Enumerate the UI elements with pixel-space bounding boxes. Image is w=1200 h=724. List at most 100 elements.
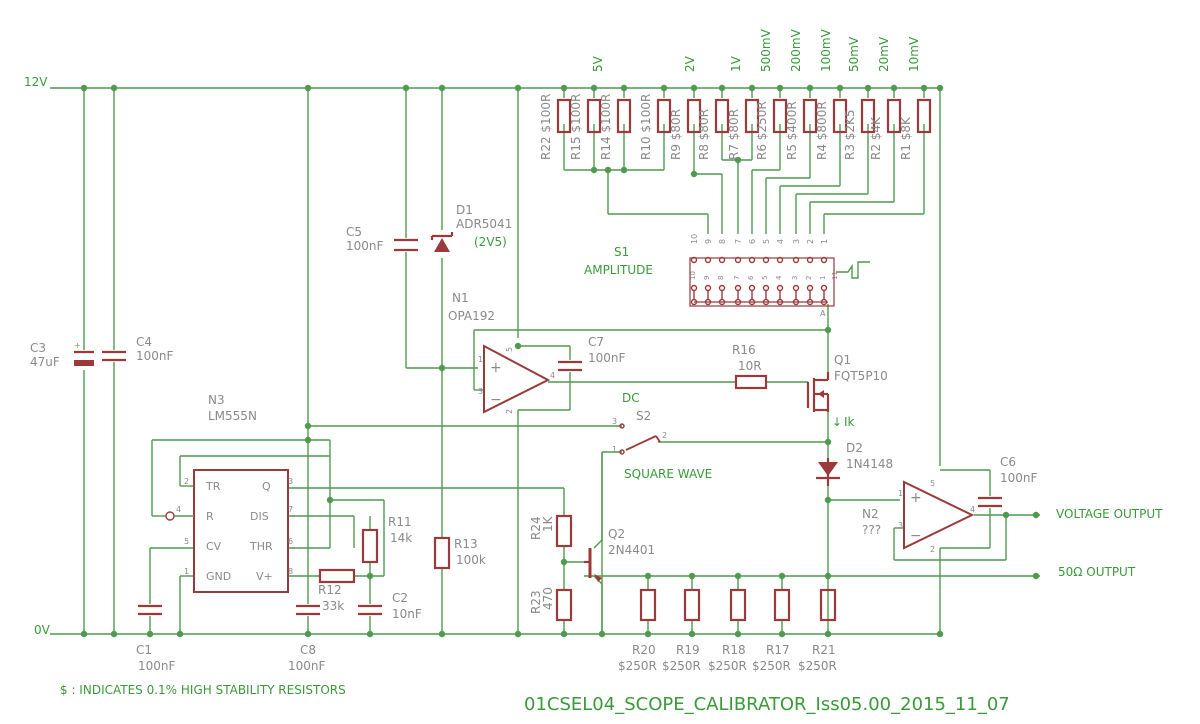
- svg-text:7: 7: [288, 505, 293, 514]
- footnote: $ : INDICATES 0.1% HIGH STABILITY RESIST…: [60, 683, 346, 697]
- svg-text:1: 1: [898, 489, 903, 498]
- ladder-resistor-r4: R4 $800R: [815, 98, 848, 160]
- d2-ref: D2: [846, 441, 863, 455]
- rail-12v-label: 12V: [24, 75, 48, 89]
- c3-value: 47uF: [30, 355, 60, 369]
- n3-pin-vplus: V+: [256, 570, 273, 583]
- s1-pin-label-6: 6: [748, 239, 757, 244]
- s1-contact-mid: [792, 284, 800, 292]
- r12-value: 33k: [322, 599, 344, 613]
- svg-text:3: 3: [288, 477, 293, 486]
- svg-text:+: +: [74, 341, 81, 350]
- resistor-r16: R16 10R: [732, 343, 768, 390]
- svg-text:5: 5: [930, 479, 935, 488]
- wires: [50, 87, 1040, 635]
- ladder-label-r6: R6 $250R: [755, 101, 769, 160]
- svg-text:+: +: [910, 490, 922, 506]
- drawing-title: 01CSEL04_SCOPE_CALIBRATOR_Iss05.00_2015_…: [524, 694, 1010, 715]
- s1-small-pin-5: 5: [761, 276, 769, 280]
- n3-ref: N3: [208, 393, 225, 407]
- capacitor-c1: C1 100nF: [136, 604, 176, 673]
- load-value-r20: $250R: [618, 659, 657, 673]
- load-resistor-r21: R21$250R: [798, 588, 837, 673]
- s1-pin-label-9: 9: [704, 239, 713, 244]
- ladder-resistor-r7: R7 $80R: [727, 98, 760, 160]
- svg-text:4: 4: [176, 505, 181, 514]
- ladder-label-r3: R3 $2K5: [843, 109, 857, 160]
- svg-text:2: 2: [184, 477, 189, 486]
- r23-ref: R23: [529, 590, 543, 614]
- ladder-label-r14: R14 $100R: [599, 94, 613, 160]
- c2-ref: C2: [392, 591, 408, 605]
- ladder-resistor-r1: R1 $8K: [899, 98, 932, 160]
- n3-pin-gnd: GND: [206, 570, 231, 583]
- load-resistor-r18: R18$250R: [708, 588, 747, 673]
- diode-d2: D2 1N4148: [816, 441, 893, 486]
- c2-value: 10nF: [392, 607, 422, 621]
- s1-small-pin-10: 10: [689, 271, 697, 280]
- capacitor-c7: C7 100nF: [558, 335, 626, 372]
- svg-text:4: 4: [970, 505, 975, 514]
- n1-part: OPA192: [448, 309, 495, 323]
- load-ref-r17: R17: [766, 643, 790, 657]
- s2-label: SQUARE WAVE: [624, 467, 712, 481]
- c5-value: 100nF: [346, 239, 384, 253]
- load-resistor-r17: R17$250R: [752, 588, 791, 673]
- resistor-r24: R24 1K: [529, 514, 573, 548]
- ladder-label-r15: R15 $100R: [569, 94, 583, 160]
- r11-value: 14k: [390, 531, 412, 545]
- switch-s1-label: AMPLITUDE: [584, 263, 653, 277]
- d1-ref: D1: [456, 203, 473, 217]
- r16-value: 10R: [738, 359, 762, 373]
- svg-text:3: 3: [612, 417, 617, 426]
- r24-value: 1K: [541, 515, 555, 532]
- ladder-resistor-r3: R3 $2K5: [843, 98, 876, 160]
- load-value-r18: $250R: [708, 659, 747, 673]
- s1-small-pin-2: 2: [805, 276, 813, 280]
- switch-s1-ref: S1: [614, 245, 629, 259]
- tap-label-3: 500mV: [759, 28, 773, 72]
- c8-value: 100nF: [288, 659, 326, 673]
- capacitor-c4: C4 100nF: [102, 335, 174, 363]
- load-value-r21: $250R: [798, 659, 837, 673]
- s1-pin-label-3: 3: [792, 239, 801, 244]
- q1-part: FQT5P10: [834, 369, 888, 383]
- s1-pin-label-1: 1: [820, 239, 829, 244]
- s1-contact-mid: [690, 284, 698, 292]
- s1-contact-mid: [806, 284, 814, 292]
- svg-text:1: 1: [184, 567, 189, 576]
- r13-value: 100k: [456, 553, 486, 567]
- c1-ref: C1: [136, 643, 152, 657]
- tap-label-6: 50mV: [847, 36, 861, 72]
- transistor-q2: Q2 2N4401: [584, 527, 655, 582]
- q2-ref: Q2: [608, 527, 625, 541]
- svg-text:↓: ↓: [832, 415, 842, 429]
- svg-text:6: 6: [288, 537, 293, 546]
- ohm50-output-label: 50Ω OUTPUT: [1058, 565, 1136, 579]
- diode-d1: D1 ADR5041 (2V5): [430, 203, 512, 252]
- ladder-label-r5: R5 $400R: [785, 101, 799, 160]
- s1-contact-mid: [748, 284, 756, 292]
- ladder-label-r1: R1 $8K: [899, 116, 913, 160]
- voltage-output-label: VOLTAGE OUTPUT: [1056, 507, 1163, 521]
- svg-text:5: 5: [184, 537, 189, 546]
- svg-text:−: −: [490, 392, 502, 408]
- ladder-resistor-r6: R6 $250R: [755, 98, 788, 160]
- c4-ref: C4: [136, 335, 152, 349]
- c1-value: 100nF: [138, 659, 176, 673]
- tap-label-1: 2V: [683, 55, 697, 72]
- s1-contact-mid: [762, 284, 770, 292]
- n3-pin-q: Q: [262, 480, 271, 493]
- r24-ref: R24: [529, 516, 543, 540]
- s1-small-pin-9: 9: [703, 276, 711, 280]
- s1-contact-mid: [704, 284, 712, 292]
- capacitor-c5: C5 100nF: [346, 225, 418, 253]
- r16-ref: R16: [732, 343, 756, 357]
- resistor-r12: R12 33k: [318, 568, 356, 613]
- s1-pin-label-7: 7: [734, 239, 743, 244]
- svg-text:3: 3: [898, 521, 903, 530]
